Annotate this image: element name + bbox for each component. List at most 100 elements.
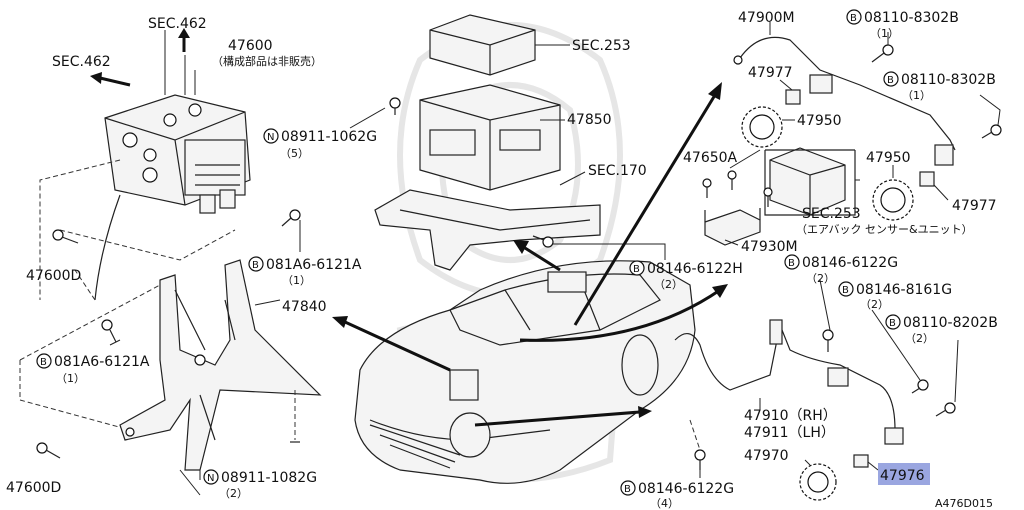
bolt-47650a-b[interactable] bbox=[727, 170, 737, 190]
leader-47977-b bbox=[933, 184, 949, 201]
marker-b-6122g-b: B bbox=[620, 480, 636, 496]
marker-b-081a6-b: B bbox=[36, 353, 52, 369]
bracket-sec170[interactable] bbox=[374, 189, 601, 271]
label-sec253-top[interactable]: SEC.253 bbox=[572, 38, 631, 54]
label-08146-6122g-b[interactable]: 08146-6122G bbox=[638, 481, 734, 497]
label-08911-1062g-qty: （5） bbox=[280, 147, 309, 160]
label-47850[interactable]: 47850 bbox=[567, 112, 612, 128]
sensor-harness-47910[interactable] bbox=[674, 319, 904, 445]
marker-b-081a6-a: B bbox=[248, 256, 264, 272]
arrowhead-to-47840 bbox=[332, 316, 348, 328]
label-08146-8161g-qty: （2） bbox=[860, 298, 889, 311]
grommet-47976[interactable] bbox=[853, 454, 869, 468]
label-08146-6122h[interactable]: 08146-6122H bbox=[647, 261, 743, 277]
label-47600[interactable]: 47600 bbox=[228, 38, 273, 54]
bolt-081a6-top[interactable] bbox=[281, 209, 301, 227]
svg-text:B: B bbox=[850, 13, 857, 24]
bolt-47600d-top[interactable] bbox=[52, 229, 79, 244]
part-highlight-47976 bbox=[878, 463, 930, 485]
leaders-left bbox=[109, 220, 301, 496]
label-08146-6122h-qty: （2） bbox=[654, 278, 683, 291]
label-47910[interactable]: 47910（RH） bbox=[744, 408, 837, 424]
label-47950-b[interactable]: 47950 bbox=[866, 150, 911, 166]
marker-n-1082g: N bbox=[203, 469, 219, 485]
sensor-47930m[interactable] bbox=[704, 208, 761, 246]
sensor-harness-47900m[interactable] bbox=[733, 36, 956, 166]
vehicle-outline[interactable] bbox=[354, 260, 696, 484]
leader-08146-6122h bbox=[553, 243, 666, 260]
bolt-47650a-c[interactable] bbox=[763, 187, 773, 207]
marker-b-8202b: B bbox=[885, 314, 901, 330]
arrow-to-47850 bbox=[524, 246, 561, 272]
label-47970[interactable]: 47970 bbox=[744, 448, 789, 464]
airbag-sensor-unit[interactable] bbox=[764, 147, 856, 216]
label-08911-1082g[interactable]: 08911-1082G bbox=[221, 470, 317, 486]
label-081a6-6121a-b[interactable]: 081A6-6121A bbox=[54, 354, 150, 370]
grommet-47977-b[interactable] bbox=[919, 171, 935, 187]
label-081a6-6121a-b-qty: （1） bbox=[56, 372, 85, 385]
bolt-08110-8202b[interactable] bbox=[935, 402, 956, 417]
label-47977-b[interactable]: 47977 bbox=[952, 198, 997, 214]
label-47600d-a[interactable]: 47600D bbox=[26, 268, 81, 284]
label-47840[interactable]: 47840 bbox=[282, 299, 327, 315]
label-47650a[interactable]: 47650A bbox=[683, 150, 738, 166]
bolt-08110-8302b-b[interactable] bbox=[981, 124, 1002, 139]
label-47930m[interactable]: 47930M bbox=[741, 239, 798, 255]
label-47900m[interactable]: 47900M bbox=[738, 10, 795, 26]
bracket-sec253-top[interactable] bbox=[429, 14, 536, 76]
bracket-47840[interactable] bbox=[119, 259, 322, 471]
bolt-08146-8161g[interactable] bbox=[911, 379, 929, 394]
dashed-guide-6122g-b bbox=[689, 419, 701, 451]
bolt-08146-6122h[interactable] bbox=[532, 235, 554, 248]
arrow-to-47900m bbox=[573, 94, 717, 326]
arrow-sec462-left bbox=[99, 76, 131, 87]
label-47600d-b[interactable]: 47600D bbox=[6, 480, 61, 496]
label-08146-6122g-b-qty: （4） bbox=[650, 497, 679, 510]
label-47977-a[interactable]: 47977 bbox=[748, 65, 793, 81]
bolt-08146-6122g-b[interactable] bbox=[694, 449, 706, 470]
arrowhead-to-47900m bbox=[708, 82, 722, 100]
label-08146-6122g-a-qty: （2） bbox=[806, 272, 835, 285]
marker-b-8302b-b: B bbox=[883, 71, 899, 87]
abs-actuator-47600[interactable] bbox=[94, 94, 251, 301]
arrowhead-to-47910 bbox=[638, 406, 652, 418]
arrowhead-sec462-left bbox=[90, 72, 102, 84]
label-sec462-top: SEC.462 bbox=[148, 16, 207, 32]
bolt-47600d-bottom[interactable] bbox=[36, 442, 61, 459]
sensor-rotor-47970[interactable] bbox=[799, 463, 837, 501]
label-08110-8302b-a[interactable]: 08110-8302B bbox=[864, 10, 959, 26]
label-08110-8202b-qty: （2） bbox=[905, 332, 934, 345]
leader-08110-8202b bbox=[954, 339, 959, 403]
label-08911-1062g[interactable]: 08911-1062G bbox=[281, 129, 377, 145]
label-08911-1082g-qty: （2） bbox=[219, 487, 248, 500]
label-08146-6122g-a[interactable]: 08146-6122G bbox=[802, 255, 898, 271]
label-sec253-mid[interactable]: SEC.253 bbox=[802, 206, 861, 222]
svg-text:N: N bbox=[267, 132, 274, 143]
label-08146-8161g[interactable]: 08146-8161G bbox=[856, 282, 952, 298]
svg-text:B: B bbox=[40, 357, 47, 368]
label-08110-8302b-b[interactable]: 08110-8302B bbox=[901, 72, 996, 88]
sensor-rotor-47950-a[interactable] bbox=[741, 106, 783, 148]
leader-47650a bbox=[729, 149, 761, 169]
label-08110-8202b[interactable]: 08110-8202B bbox=[903, 315, 998, 331]
bolt-08146-6122g-a[interactable] bbox=[822, 329, 834, 352]
label-081a6-6121a-a[interactable]: 081A6-6121A bbox=[266, 257, 362, 273]
arrow-to-47840 bbox=[344, 320, 451, 372]
leader-47970 bbox=[804, 459, 811, 466]
control-unit-47850[interactable] bbox=[419, 84, 561, 191]
bolt-47650a-a[interactable] bbox=[702, 178, 712, 198]
leader-08146-8161g bbox=[871, 309, 921, 381]
grommet-47977-a[interactable] bbox=[785, 89, 801, 105]
arrowhead-to-47850 bbox=[513, 240, 529, 254]
label-47911[interactable]: 47911（LH） bbox=[744, 425, 835, 441]
bolt-081a6-mid[interactable] bbox=[101, 319, 117, 343]
sensor-rotor-47950-b[interactable] bbox=[872, 179, 914, 221]
svg-text:B: B bbox=[788, 258, 795, 269]
arrowhead-to-47930m bbox=[712, 284, 728, 298]
label-sec170[interactable]: SEC.170 bbox=[588, 163, 647, 179]
label-47950-a[interactable]: 47950 bbox=[797, 113, 842, 129]
nut-08911-1062g[interactable] bbox=[389, 97, 401, 115]
label-47976[interactable]: 47976 bbox=[880, 468, 925, 484]
bolt-08110-8302b-a[interactable] bbox=[871, 44, 894, 63]
